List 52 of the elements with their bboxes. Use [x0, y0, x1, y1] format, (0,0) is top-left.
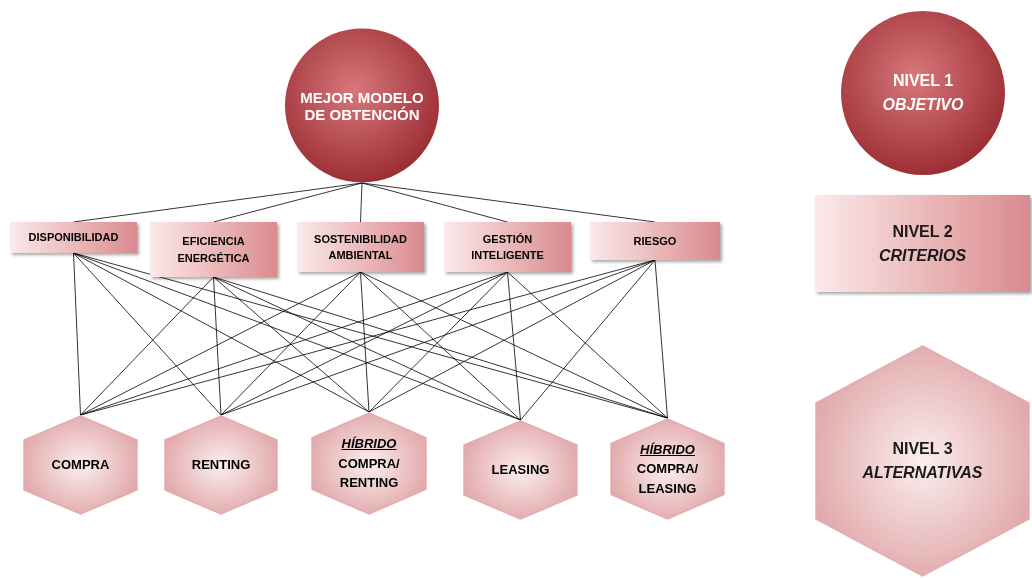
node-label: COMPRA/ LEASING	[635, 460, 700, 498]
alternative-hexagon	[463, 420, 578, 520]
node-label: LEASING	[490, 461, 551, 480]
node-label: NIVEL 3	[891, 439, 954, 459]
node-label: CRITERIOS	[877, 245, 968, 266]
node-label: NIVEL 1	[891, 71, 955, 91]
node-label: DISPONIBILIDAD	[27, 230, 120, 246]
node-label: GESTIÓN INTELIGENTE	[470, 231, 545, 263]
node-label: COMPRA	[50, 456, 111, 475]
connector-line	[368, 271, 508, 413]
connector-line	[213, 276, 222, 416]
node-label: HÍBRIDO	[639, 440, 696, 459]
connector-line	[213, 276, 668, 419]
node-label: COMPRA/ RENTING	[337, 454, 401, 493]
node-label: OBJETIVO	[881, 95, 965, 115]
connector-line	[507, 271, 521, 421]
node-label: HÍBRIDO	[340, 435, 398, 454]
node-label: NIVEL 2	[891, 221, 954, 242]
connector-line	[213, 182, 363, 223]
node-label: EFICIENCIA ENERGÉTICA	[176, 234, 251, 266]
connector-line	[360, 271, 521, 421]
connector-line	[368, 259, 656, 413]
connector-line	[654, 259, 668, 419]
connector-line	[220, 259, 656, 416]
connector-line	[360, 182, 363, 223]
criterion-box	[150, 222, 277, 277]
node-label: SOSTENIBILIDAD AMBIENTAL	[313, 231, 408, 263]
alternative-hexagon	[23, 415, 138, 515]
connector-line	[80, 271, 361, 416]
connector-line	[360, 271, 370, 413]
connector-line	[520, 259, 656, 421]
criterion-box	[590, 222, 720, 260]
connector-line	[73, 252, 81, 416]
node-label: RENTING	[190, 456, 252, 475]
node-label: ALTERNATIVAS	[861, 463, 984, 483]
connector-line	[507, 271, 668, 419]
alternative-hexagon	[164, 415, 278, 515]
node-label: MEJOR MODELO DE OBTENCIÓN	[299, 88, 425, 123]
level-box	[815, 195, 1030, 292]
criterion-box	[297, 222, 424, 272]
goal-circle	[284, 28, 440, 183]
connector-line	[361, 182, 656, 223]
connector-line	[360, 271, 668, 419]
alternative-hexagon	[610, 418, 725, 520]
level-circle	[840, 10, 1006, 176]
connector-line	[73, 252, 222, 416]
criterion-box	[444, 222, 571, 272]
criterion-box	[10, 222, 137, 253]
level-hexagon	[815, 345, 1030, 577]
node-label: RIESGO	[632, 233, 678, 249]
alternative-hexagon	[311, 412, 427, 515]
connector-line	[80, 276, 214, 416]
